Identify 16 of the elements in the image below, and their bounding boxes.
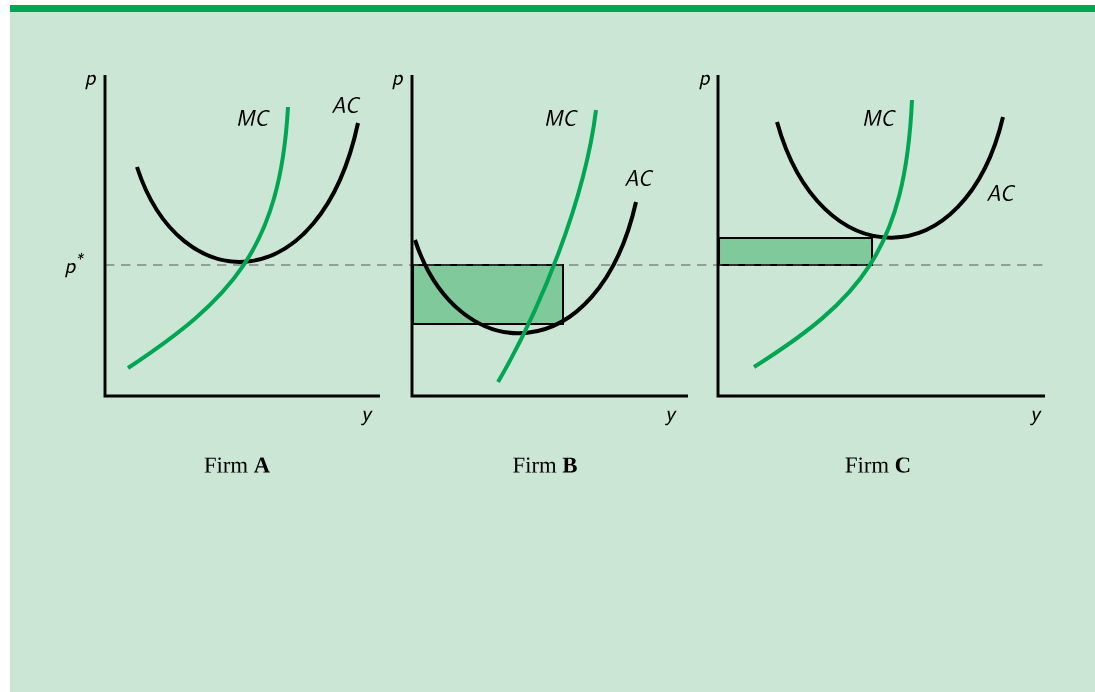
curve-label: MC <box>863 110 896 126</box>
panel-caption: Firm A <box>204 457 270 473</box>
curve-label: MC <box>545 110 578 126</box>
curve-label: AC <box>625 170 654 186</box>
axis-label: y <box>361 410 373 426</box>
curve-label: AC <box>332 97 361 113</box>
axis-label: y <box>1030 410 1042 426</box>
axis-label: p <box>392 74 403 90</box>
axis-label: y <box>665 410 677 426</box>
price-label: p$^{*}$ <box>65 252 85 278</box>
panel-caption: Firm B <box>513 457 577 473</box>
axis-label: p <box>699 74 710 90</box>
curve-label: AC <box>987 185 1016 201</box>
axis-label: p <box>85 74 96 90</box>
curve-label: MC <box>237 110 270 126</box>
panel-caption: Firm C <box>845 457 910 473</box>
